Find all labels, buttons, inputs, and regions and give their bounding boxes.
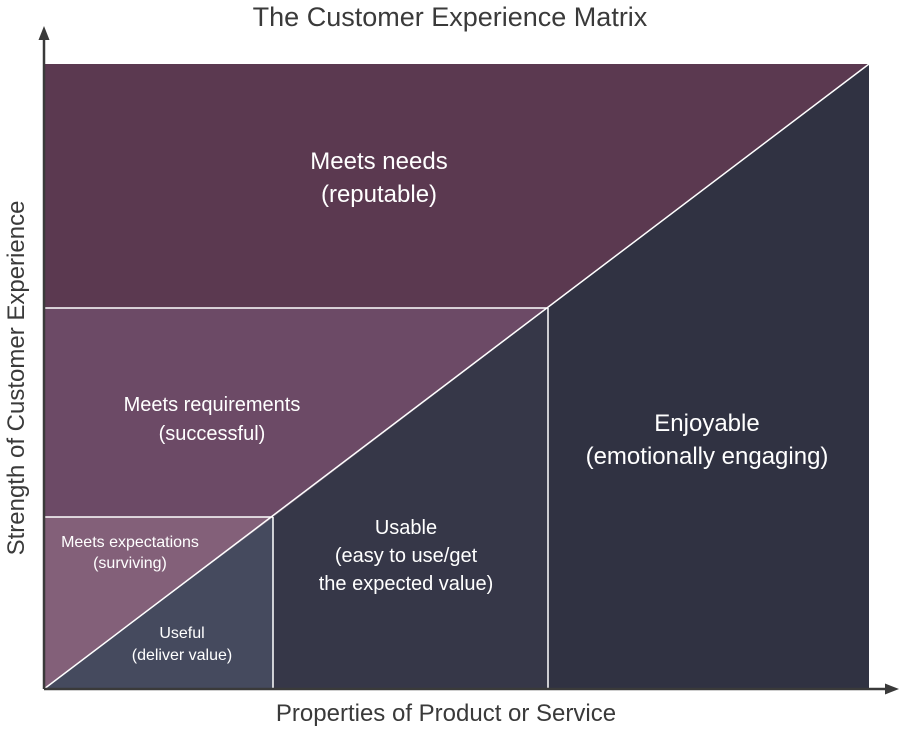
label-meets-requirements-line1: Meets requirements [124,394,301,416]
diagram-title: The Customer Experience Matrix [253,2,648,32]
region-meets-needs [44,64,869,308]
label-useful-line2: (deliver value) [132,647,232,664]
label-enjoyable-line1: Enjoyable [654,410,759,437]
label-usable-line2: (easy to use/get [335,545,478,567]
label-meets-requirements-line2: (successful) [159,423,266,445]
region-usable [273,308,548,689]
matrix-regions [44,64,869,689]
label-enjoyable-line2: (emotionally engaging) [586,443,829,470]
label-meets-needs-line2: (reputable) [321,181,437,208]
y-axis-arrowhead [38,26,50,40]
x-axis-arrowhead [885,683,899,695]
label-usable-line1: Usable [375,517,437,539]
label-useful: Useful (deliver value) [132,625,232,664]
label-meets-requirements: Meets requirements (successful) [124,394,301,445]
label-useful-line1: Useful [159,625,204,642]
axes [38,26,899,695]
label-meets-needs-line1: Meets needs [310,148,447,175]
region-enjoyable [548,64,869,689]
label-meets-expectations: Meets expectations (surviving) [61,534,199,572]
region-meets-requirements [44,308,548,517]
label-usable: Usable (easy to use/get the expected val… [319,517,494,595]
x-axis-label: Properties of Product or Service [276,700,616,727]
label-meets-needs: Meets needs (reputable) [310,148,447,208]
matrix-dividers [43,63,870,690]
label-meets-expectations-line2: (surviving) [93,555,167,572]
y-axis-label: Strength of Customer Experience [3,201,30,556]
divider-diagonal [43,63,870,690]
label-meets-expectations-line1: Meets expectations [61,534,199,551]
label-enjoyable: Enjoyable (emotionally engaging) [586,410,829,470]
label-usable-line3: the expected value) [319,573,494,595]
